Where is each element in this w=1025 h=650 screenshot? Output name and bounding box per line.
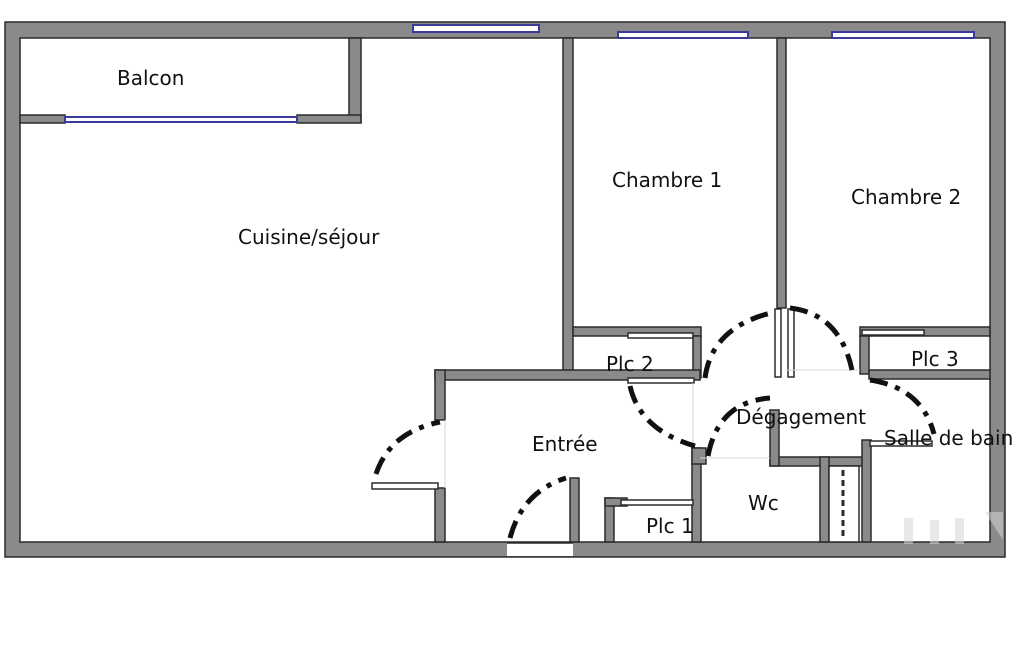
balcony-wall-right (348, 37, 362, 123)
door-plc3[interactable] (861, 329, 925, 336)
label-plc-1: Plc 1 (646, 514, 694, 538)
swing-plc2-door (627, 385, 696, 449)
door-plc2[interactable] (627, 332, 694, 339)
swing-chambre-2 (789, 305, 855, 371)
swing-degagement (705, 395, 771, 457)
label-balcon: Balcon (117, 66, 184, 90)
window-living (412, 24, 540, 33)
door-sdb[interactable] (869, 440, 933, 447)
label-salle-de-bain: Salle de bain (884, 426, 1013, 450)
watermark-logo (904, 512, 1003, 544)
door-plc1[interactable] (620, 499, 694, 506)
wall-plc3-bottom (868, 369, 991, 380)
swing-sdb-door (869, 377, 937, 435)
wall-chambre1-chambre2 (776, 37, 787, 309)
wall-entree-left-upper (434, 369, 446, 421)
balcony-wall-bottom-left (19, 114, 66, 124)
label-plc-2: Plc 2 (606, 352, 654, 376)
label-plc-3: Plc 3 (911, 347, 959, 371)
label-entree: Entrée (532, 432, 598, 456)
wall-wc-top-left (691, 447, 707, 465)
wall-plc3-left (859, 335, 870, 375)
wall-chambre2-bottom (859, 326, 991, 337)
door-chambre-1[interactable] (774, 308, 782, 378)
door-plc2-front[interactable] (627, 377, 695, 384)
door-chambre-2[interactable] (787, 308, 795, 378)
swing-front-door (507, 475, 567, 539)
window-chambre-1 (617, 31, 749, 39)
wall-wc-right (819, 456, 830, 543)
window-balcony (64, 116, 298, 123)
front-door-opening[interactable] (507, 543, 573, 556)
window-chambre-2 (831, 31, 975, 39)
wall-entree-left-lower (434, 487, 446, 543)
wall-degagement-left (769, 409, 780, 467)
balcony-wall-bottom-right (296, 114, 362, 124)
wall-living-chambre1 (562, 37, 574, 379)
swing-chambre-1 (702, 309, 776, 379)
wall-sdb-left (861, 439, 872, 543)
label-cuisine-sejour: Cuisine/séjour (238, 225, 380, 249)
label-chambre-1: Chambre 1 (612, 168, 722, 192)
label-wc: Wc (748, 491, 779, 515)
label-degagement: Dégagement (736, 405, 866, 429)
swing-living-door (373, 419, 441, 475)
wall-entree-post (569, 477, 580, 543)
door-living[interactable] (371, 482, 439, 490)
label-chambre-2: Chambre 2 (851, 185, 961, 209)
